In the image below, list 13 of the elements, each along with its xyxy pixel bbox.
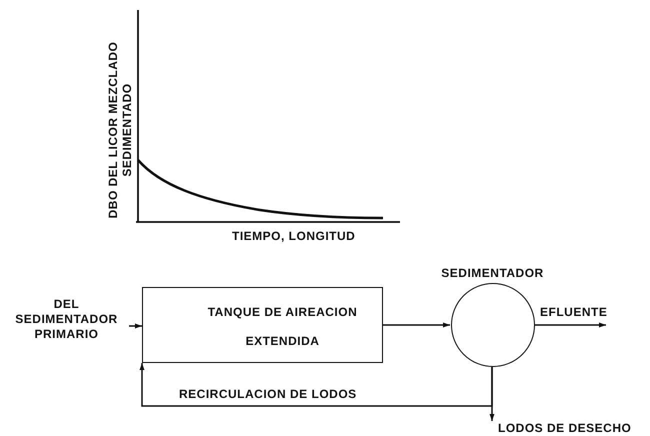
flow-arrow [129,324,142,328]
process-box [142,287,383,363]
axis-label: DBO DEL LICOR MEZCLADO SEDIMENTADO [107,40,135,220]
axis-label: TIEMPO, LONGITUD [232,229,356,244]
flow-label: DEL SEDIMENTADOR PRIMARIO [14,296,119,342]
flow-arrow [534,322,606,328]
flow-label: LODOS DE DESECHO [498,421,632,436]
box-label: TANQUE DE AIREACION [208,305,358,320]
flow-arrow [140,363,493,407]
flow-arrow [383,322,450,328]
box-label: EXTENDIDA [246,334,320,349]
flow-arrow [490,367,494,421]
clarifier-label: SEDIMENTADOR [441,266,544,281]
